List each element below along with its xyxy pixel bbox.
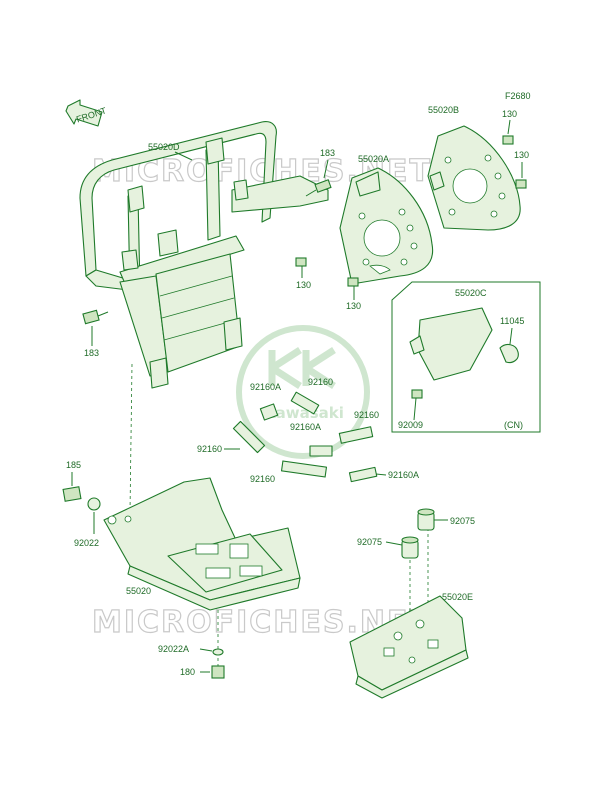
front-guard-frame-55020D	[79, 121, 329, 389]
label-183-upper: 183	[320, 148, 335, 158]
pad-92160-a	[290, 391, 320, 415]
washer-92022A	[212, 648, 224, 656]
label-92160-d: 92160	[250, 474, 275, 484]
bolt-183-lower	[82, 309, 109, 325]
label-55020E: 55020E	[442, 592, 473, 602]
label-92160-b: 92160	[354, 410, 379, 420]
label-185: 185	[66, 460, 81, 470]
bolt-130-b	[347, 277, 359, 287]
label-92075-lower: 92075	[357, 537, 382, 547]
bolt-180	[211, 665, 225, 679]
label-130-b: 130	[346, 301, 361, 311]
variant-label-cn: (CN)	[504, 420, 523, 430]
label-55020D: 55020D	[148, 142, 180, 152]
label-55020C: 55020C	[455, 288, 487, 298]
kawasaki-logo-watermark: Kawasaki	[236, 325, 370, 459]
washer-92022	[87, 497, 101, 511]
figure-id: F2680	[505, 91, 531, 101]
bolt-130-a	[295, 257, 307, 267]
label-92009: 92009	[398, 420, 423, 430]
bolt-130-c	[502, 135, 514, 145]
label-92160A-a: 92160A	[250, 382, 281, 392]
label-130-c: 130	[502, 109, 517, 119]
label-55020: 55020	[126, 586, 151, 596]
label-11045: 11045	[500, 316, 524, 326]
side-plate-55020B	[427, 125, 521, 231]
bottom-plate-55020E	[349, 595, 469, 699]
label-130-a: 130	[296, 280, 311, 290]
label-92160A-b: 92160A	[290, 422, 321, 432]
pad-92160-c	[232, 420, 266, 454]
pad-92160A-c	[348, 466, 378, 483]
label-180: 180	[180, 667, 195, 677]
front-arrow-icon: FRONT	[65, 99, 108, 127]
pad-92160A-a	[259, 403, 279, 421]
bolt-185	[62, 486, 82, 502]
skid-plate-55020	[103, 477, 301, 611]
pad-92160-b	[338, 426, 374, 444]
pad-92160A-b	[309, 445, 333, 457]
collar-92075-upper	[417, 508, 435, 531]
cn-inset-box	[391, 281, 541, 433]
label-92022: 92022	[74, 538, 99, 548]
label-92075-upper: 92075	[450, 516, 475, 526]
pad-92160-d	[280, 460, 328, 478]
bolt-183-upper	[305, 179, 332, 197]
label-92022A: 92022A	[158, 644, 189, 654]
label-92160-a: 92160	[308, 377, 333, 387]
side-plate-55020A	[339, 167, 434, 285]
label-92160-c: 92160	[197, 444, 222, 454]
label-183-lower: 183	[84, 348, 99, 358]
collar-92075-lower	[401, 536, 419, 559]
label-92160A-c: 92160A	[388, 470, 419, 480]
bolt-130-d	[515, 179, 527, 189]
label-55020A: 55020A	[358, 154, 389, 164]
label-55020B: 55020B	[428, 105, 459, 115]
label-130-d: 130	[514, 150, 529, 160]
kawasaki-logo-text: Kawasaki	[264, 404, 344, 422]
